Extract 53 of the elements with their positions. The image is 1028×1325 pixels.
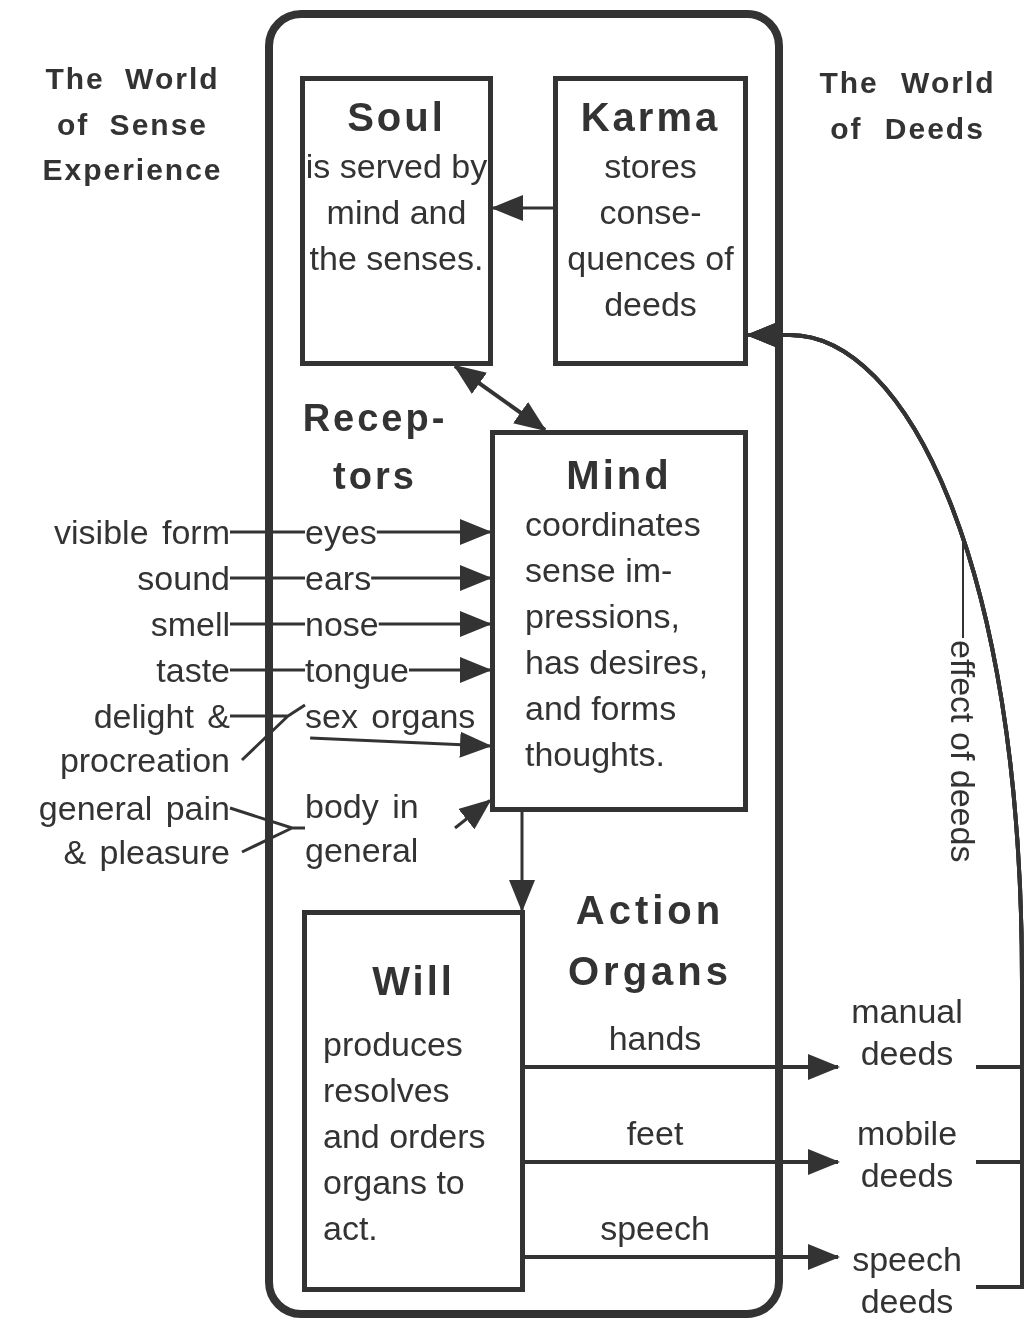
arrow xyxy=(525,1054,840,1080)
sense-label: general pain & pleasure xyxy=(30,786,230,874)
arrow xyxy=(454,799,492,830)
connector-line xyxy=(228,703,307,762)
box-heading: Soul xyxy=(346,94,447,141)
deed-label: manual deeds xyxy=(838,990,976,1074)
arrow xyxy=(310,731,492,758)
process-box xyxy=(302,910,525,1292)
process-box xyxy=(300,76,493,366)
sense-label: taste xyxy=(156,648,230,692)
box-text: stores conse- quences of deeds xyxy=(566,146,735,325)
box-heading: Will xyxy=(371,958,456,1005)
arrow xyxy=(525,1244,840,1270)
connector-line xyxy=(230,622,305,626)
connector-line xyxy=(230,576,305,580)
connector-line xyxy=(230,668,305,672)
arrow xyxy=(453,364,547,432)
section-title: The World of Deeds xyxy=(818,65,997,147)
deed-label: speech deeds xyxy=(838,1238,976,1322)
receptor-label: body in general xyxy=(305,784,455,872)
arrow xyxy=(371,565,492,591)
connector-line xyxy=(230,530,305,534)
sense-label: smell xyxy=(150,602,230,646)
box-text: is served by mind and the senses. xyxy=(305,146,488,279)
frame-box xyxy=(265,10,783,1318)
sense-label: sound xyxy=(137,556,230,600)
box-heading: Mind xyxy=(565,452,673,499)
deed-label: mobile deeds xyxy=(838,1112,976,1196)
edge-label: speech xyxy=(600,1209,710,1247)
receptor-label: sex organs xyxy=(305,694,476,738)
receptor-label: tongue xyxy=(305,648,409,692)
process-box xyxy=(490,430,748,812)
connector-line xyxy=(228,806,307,854)
arrow xyxy=(376,519,492,545)
arrow xyxy=(509,812,535,912)
group-heading: Action Organs xyxy=(566,887,733,995)
receptor-label: nose xyxy=(305,602,379,646)
edge-label: feet xyxy=(626,1114,684,1152)
arrow xyxy=(525,1149,840,1175)
process-box xyxy=(553,76,748,366)
group-heading: Recep- tors xyxy=(301,396,449,499)
arrow xyxy=(409,657,492,683)
box-heading: Karma xyxy=(579,94,722,141)
box-text: coordinates sense im- pressions, has desires, and forms thoughts. xyxy=(524,504,710,775)
section-title: The World of Sense Experience xyxy=(41,61,224,189)
receptor-label: ears xyxy=(305,556,372,600)
box-text: produces resolves and orders organs to act. xyxy=(322,1024,487,1249)
arrow xyxy=(491,195,553,221)
edge-label: effect of deeds xyxy=(945,640,981,863)
receptor-label: eyes xyxy=(305,510,377,554)
edge-label: hands xyxy=(608,1019,702,1057)
sense-label: visible form xyxy=(54,510,230,554)
arrow xyxy=(378,611,492,637)
